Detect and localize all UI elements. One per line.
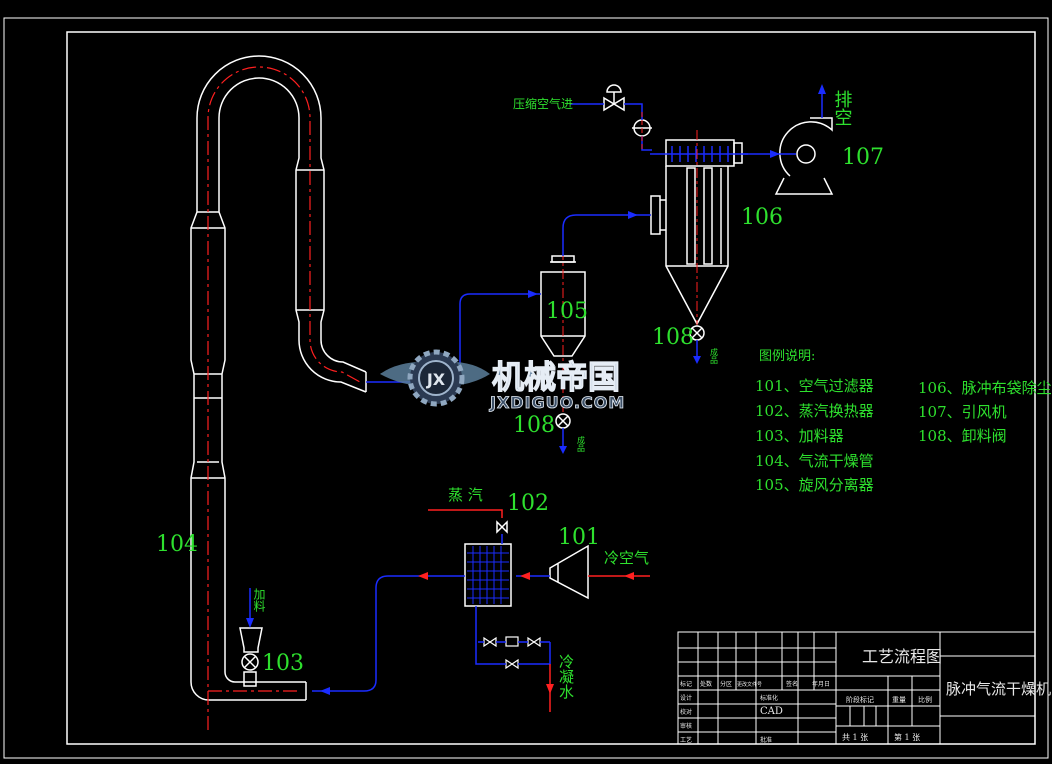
tube-centerline — [207, 66, 361, 730]
drawing-title: 工艺流程图 — [862, 647, 942, 666]
label-104: 104 — [156, 532, 198, 557]
product-1-label: 成品 — [577, 435, 586, 453]
legend-item: 105、旋风分离器 — [755, 476, 874, 494]
exhaust-arrow — [818, 84, 826, 94]
label-108-cyclone: 108 — [513, 413, 555, 438]
tb-std: 标准化 — [760, 694, 778, 702]
legend-item: 102、蒸汽换热器 — [755, 402, 874, 420]
feed-arrow-head — [246, 618, 254, 628]
tb-header: 更改文件号 — [737, 681, 762, 688]
heat-exchanger-102 — [464, 520, 512, 607]
legend-item: 108、卸料阀 — [918, 427, 1007, 445]
steam-label: 蒸 汽 — [448, 486, 483, 504]
watermark-brand-en: JXDIGUO.COM — [489, 393, 625, 412]
pulse-manifold — [650, 146, 748, 162]
cold-air-arrow — [624, 572, 634, 580]
tb-sheet-no: 第 1 张 — [894, 732, 920, 742]
fan-107 — [774, 117, 834, 195]
software-label: CAD — [760, 706, 783, 717]
cold-air-label: 冷空气 — [604, 549, 649, 567]
steam-line — [428, 509, 503, 518]
label-102: 102 — [507, 491, 549, 516]
legend-title: 图例说明: — [759, 349, 815, 364]
machine-name: 脉冲气流干燥机 — [946, 680, 1051, 698]
label-101: 101 — [558, 525, 600, 550]
tb-total-sheets: 共 1 张 — [842, 733, 868, 742]
tb-stage: 阶段标记 — [846, 695, 874, 704]
product-2-label: 成品 — [710, 347, 719, 365]
product-2-arrow — [693, 356, 701, 364]
tb-weight: 重量 — [892, 696, 906, 704]
drying-tube-104 — [190, 55, 367, 701]
hot-air-arrow-3 — [320, 687, 330, 695]
hot-air-arrow-2 — [418, 572, 428, 580]
watermark-logo: JX 机械帝国 JXDIGUO.COM — [380, 349, 625, 412]
cyclone-to-filter-arrow — [628, 211, 638, 219]
heat-exchanger-grid — [467, 546, 509, 604]
hot-air-arrow-1 — [520, 572, 530, 580]
tube-to-cyclone-arrow — [528, 290, 538, 298]
tb-approve: 批准 — [760, 736, 772, 744]
tb-header: 处数 — [700, 680, 712, 688]
tb-scale: 比例 — [918, 695, 932, 704]
legend-item: 107、引风机 — [918, 403, 1007, 421]
product-1-arrow — [559, 446, 567, 454]
condensate-label: 冷凝水 — [557, 654, 575, 699]
condensate-arrow — [546, 684, 554, 694]
title-block — [677, 631, 1036, 745]
tb-row: 校对 — [680, 708, 692, 716]
tb-header: 签名 — [786, 680, 798, 688]
cyclone-to-filter-line — [562, 214, 651, 256]
legend-item: 104、气流干燥管 — [755, 452, 874, 470]
legend: 图例说明: 101、空气过滤器 102、蒸汽换热器 103、加料器 104、气流… — [755, 349, 1052, 494]
air-filter-101 — [549, 544, 589, 600]
inner-frame — [66, 31, 1036, 745]
label-105: 105 — [546, 299, 588, 324]
compressed-air-line — [570, 103, 652, 151]
tb-row: 工艺 — [680, 736, 692, 744]
filter-to-fan-arrow — [770, 150, 780, 158]
hot-air-line — [312, 575, 550, 692]
watermark-badge: JX — [426, 370, 446, 389]
feeder-103 — [239, 627, 263, 687]
label-108-filter: 108 — [652, 325, 694, 350]
legend-item: 106、脉冲布袋除尘器 — [918, 379, 1052, 397]
tb-row: 设计 — [680, 694, 692, 702]
tb-header: 年月日 — [812, 680, 830, 688]
tb-header: 标记 — [680, 680, 692, 688]
outer-frame — [3, 17, 1049, 759]
compressed-air-label: 压缩空气进 — [513, 96, 573, 111]
label-103: 103 — [262, 651, 304, 676]
condensate-line — [475, 606, 551, 665]
label-107: 107 — [842, 145, 884, 170]
tb-header: 分区 — [720, 680, 732, 688]
compressed-air-valve — [603, 84, 652, 137]
tb-row: 审核 — [680, 722, 692, 730]
watermark-brand-cn: 机械帝国 — [492, 358, 620, 396]
label-106: 106 — [741, 205, 783, 230]
legend-item: 101、空气过滤器 — [755, 377, 874, 395]
legend-item: 103、加料器 — [755, 427, 844, 445]
feed-label: 加料 — [252, 588, 266, 612]
exhaust-label: 排空 — [832, 90, 853, 126]
